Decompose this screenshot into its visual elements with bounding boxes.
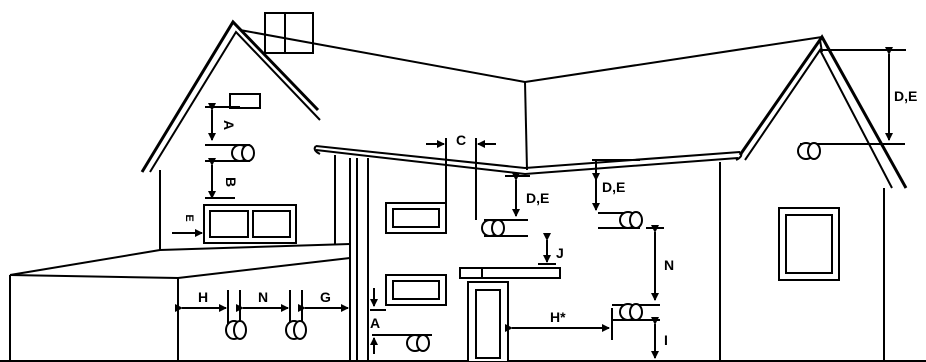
- label-de-mid: D,E: [526, 190, 549, 206]
- label-b: B: [223, 177, 239, 187]
- dimension-lines: [172, 47, 906, 359]
- label-h-star: H*: [550, 309, 566, 325]
- label-i: I: [664, 332, 668, 348]
- vent-terminal: [481, 219, 528, 237]
- awning: [459, 267, 561, 279]
- vent-terminals: [205, 142, 905, 352]
- label-de-right: D,E: [602, 179, 625, 195]
- label-a-top: A: [221, 120, 237, 130]
- label-e-small: E: [183, 214, 195, 221]
- label-g: G: [320, 289, 331, 305]
- label-j: J: [556, 245, 564, 261]
- house-outline: [0, 12, 926, 362]
- label-de-far: D,E: [894, 88, 917, 104]
- vent-terminal: [372, 334, 432, 352]
- vent-terminal: [205, 144, 255, 162]
- label-a-bottom: A: [370, 315, 380, 331]
- label-n-right: N: [664, 257, 674, 273]
- vent-terminal: [797, 142, 905, 160]
- vent-box: [229, 93, 261, 109]
- vent-terminal: [285, 290, 307, 340]
- vent-terminal: [598, 211, 643, 229]
- label-c: C: [456, 132, 466, 148]
- windows: [203, 93, 840, 362]
- vent-terminal: [612, 303, 660, 321]
- label-n-garage: N: [258, 289, 268, 305]
- label-h-garage: H: [198, 289, 208, 305]
- vent-terminal: [225, 290, 247, 340]
